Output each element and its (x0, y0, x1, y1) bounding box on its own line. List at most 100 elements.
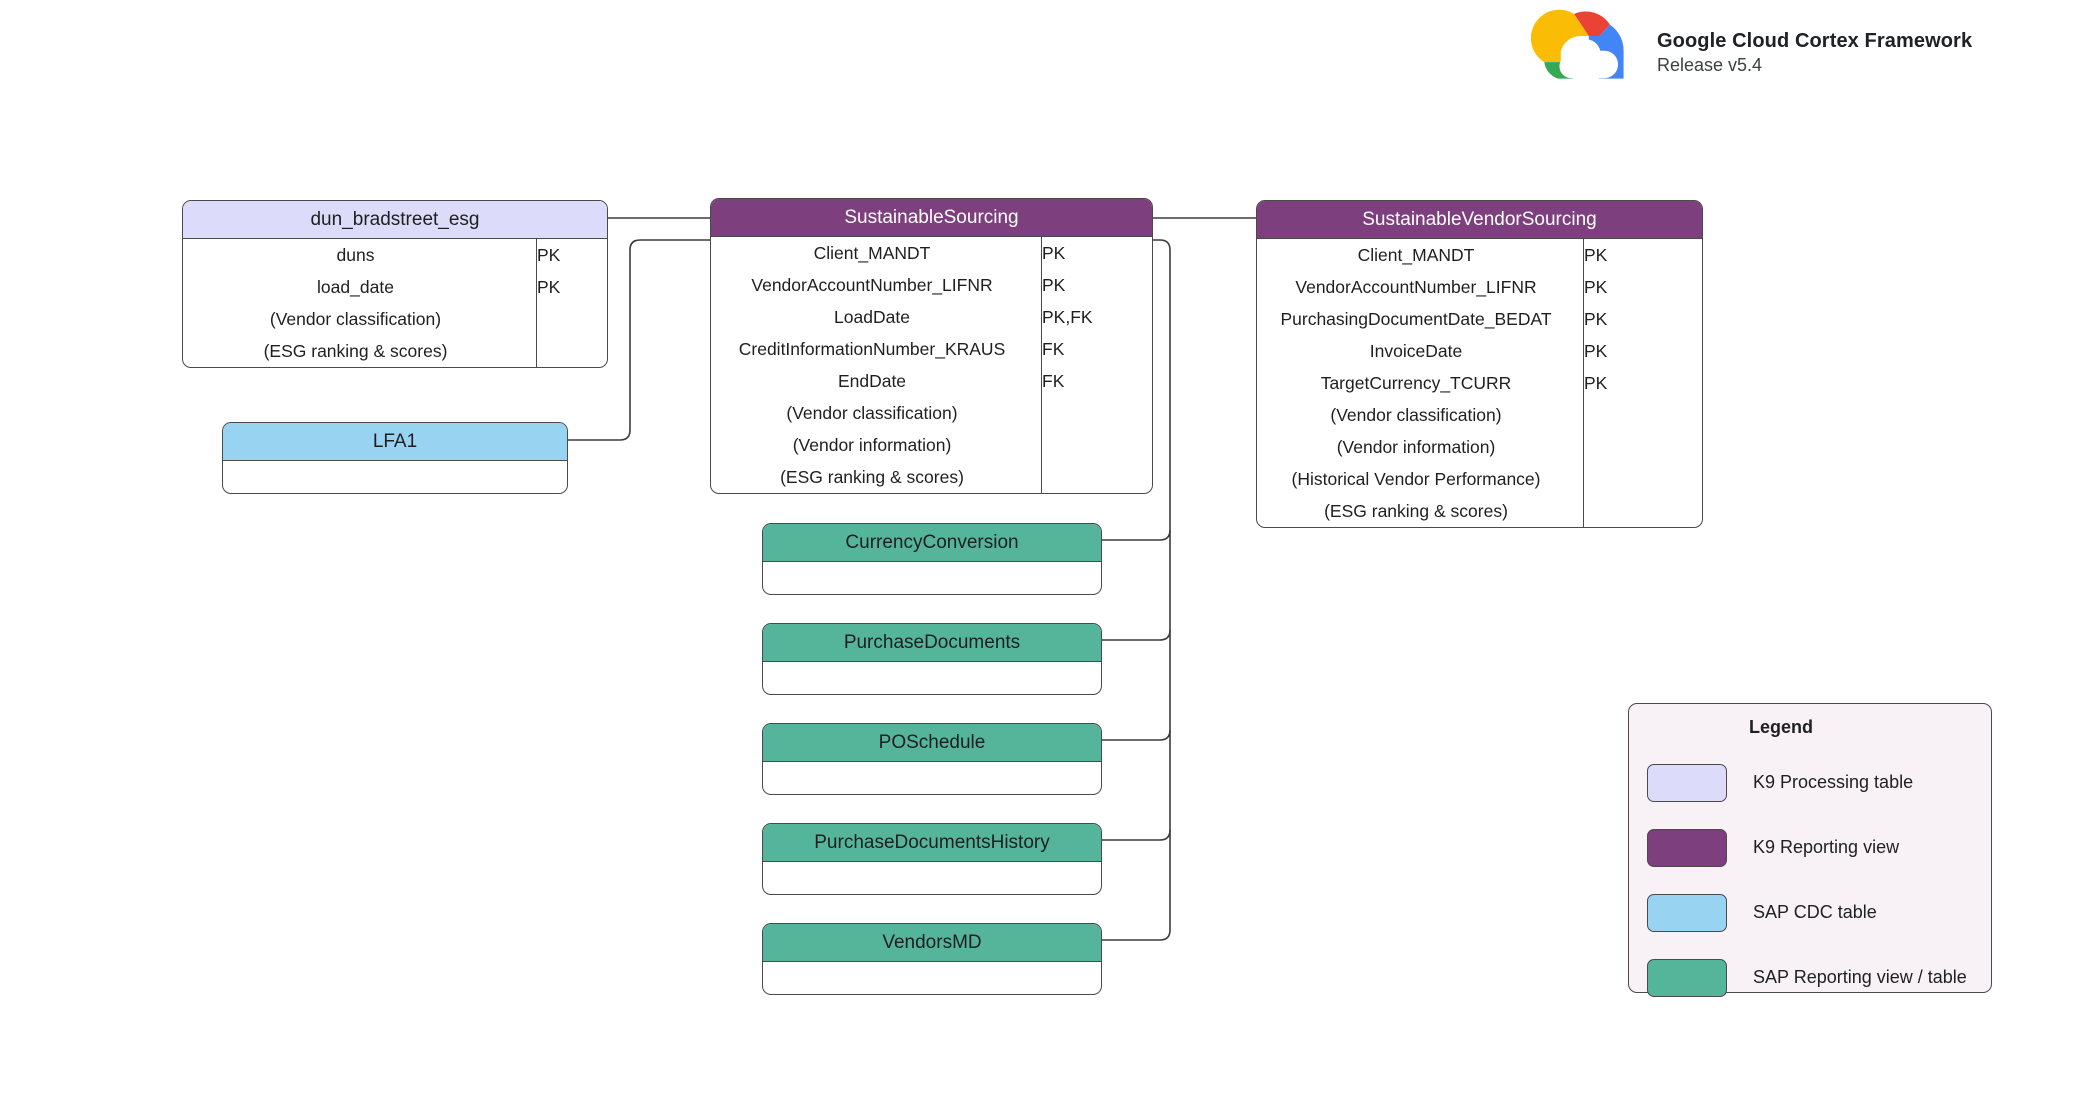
attribute-key: PK (1584, 340, 1608, 361)
entity-header-purchase_documents_history: PurchaseDocumentsHistory (763, 824, 1101, 862)
entity-row: (ESG ranking & scores) (183, 335, 607, 367)
connector-pdhistory-to-trunk (1102, 829, 1171, 841)
attribute-name: VendorAccountNumber_LIFNR (1295, 276, 1537, 297)
entity-header-sustainable_sourcing: SustainableSourcing (711, 199, 1152, 237)
entity-body-lfa1 (223, 461, 567, 493)
entity-header-vendors_md: VendorsMD (763, 924, 1101, 962)
entity-row: (Vendor classification) (1257, 399, 1702, 431)
attribute-key: PK,FK (1042, 306, 1093, 327)
attribute-name: (ESG ranking & scores) (263, 340, 448, 361)
legend-label: SAP Reporting view / table (1753, 967, 1967, 987)
attribute-name: (ESG ranking & scores) (780, 466, 964, 487)
legend-item: K9 Reporting view (1629, 815, 1991, 880)
brand-title: Google Cloud Cortex Framework (1657, 29, 1973, 52)
entity-table-purchase_documents_history[interactable]: PurchaseDocumentsHistory (762, 823, 1102, 895)
attribute-name: EndDate (837, 370, 907, 391)
entity-table-lfa1[interactable]: LFA1 (222, 422, 568, 494)
attribute-name: LoadDate (834, 306, 910, 327)
entity-body-sustainable_vendor_sourcing: Client_MANDT PK VendorAccountNumber_LIFNR P… (1257, 239, 1702, 527)
entity-row: duns PK (183, 239, 607, 271)
attribute-key: PK (1042, 242, 1066, 263)
attribute-name: CreditInformationNumber_KRAUS (738, 338, 1006, 359)
entity-row: LoadDate PK,FK (711, 301, 1152, 333)
entity-row: load_date PK (183, 271, 607, 303)
legend-item: K9 Processing table (1629, 750, 1991, 815)
entity-row: PurchasingDocumentDate_BEDAT PK (1257, 303, 1702, 335)
entity-header-lfa1: LFA1 (223, 423, 567, 461)
connector-currency-to-trunk (1102, 529, 1171, 541)
entity-table-po_schedule[interactable]: POSchedule (762, 723, 1102, 795)
entity-header-purchase_documents: PurchaseDocuments (763, 624, 1101, 662)
legend-label: K9 Reporting view (1753, 837, 1900, 857)
attribute-name: (Vendor information) (792, 434, 952, 455)
legend-label: K9 Processing table (1753, 772, 1914, 792)
attribute-name: load_date (317, 276, 394, 297)
entity-row: (Vendor classification) (183, 303, 607, 335)
entity-body-purchase_documents (763, 662, 1101, 694)
entity-header-dun_bradstreet_esg: dun_bradstreet_esg (183, 201, 607, 239)
brand-header: Google Cloud Cortex Framework Release v5… (1531, 8, 1972, 98)
entity-row: (Vendor information) (711, 429, 1152, 461)
entity-table-purchase_documents[interactable]: PurchaseDocuments (762, 623, 1102, 695)
legend-swatch (1647, 893, 1727, 932)
entity-row: VendorAccountNumber_LIFNR PK (711, 269, 1152, 301)
legend-title: Legend (1749, 717, 1814, 737)
attribute-name: Client_MANDT (813, 242, 931, 263)
attribute-name: VendorAccountNumber_LIFNR (751, 274, 993, 295)
entity-table-vendors_md[interactable]: VendorsMD (762, 923, 1102, 995)
attribute-name: (Vendor information) (1336, 436, 1496, 457)
entity-table-currency_conversion[interactable]: CurrencyConversion (762, 523, 1102, 595)
attribute-key: FK (1042, 370, 1065, 391)
attribute-name: duns (336, 244, 375, 265)
attribute-key: PK (1584, 308, 1608, 329)
connector-purchasedocs-to-trunk (1102, 629, 1171, 641)
entity-row: (ESG ranking & scores) (711, 461, 1152, 493)
entity-body-currency_conversion (763, 562, 1101, 594)
attribute-key: PK (537, 276, 561, 297)
connector-poschedule-to-trunk (1102, 729, 1171, 741)
entity-row: Client_MANDT PK (1257, 239, 1702, 271)
legend-swatch (1647, 828, 1727, 867)
attribute-key: PK (1584, 276, 1608, 297)
attribute-name: (Vendor classification) (786, 402, 958, 423)
brand-release: Release v5.4 (1657, 55, 1763, 76)
attribute-key: PK (1584, 372, 1608, 393)
entity-header-sustainable_vendor_sourcing: SustainableVendorSourcing (1257, 201, 1702, 239)
legend-item: SAP Reporting view / table (1629, 945, 1991, 1010)
entity-body-vendors_md (763, 962, 1101, 994)
attribute-name: (Historical Vendor Performance) (1291, 468, 1541, 489)
entity-row: (Vendor classification) (711, 397, 1152, 429)
entity-row: TargetCurrency_TCURR PK (1257, 367, 1702, 399)
attribute-name: (Vendor classification) (1330, 404, 1502, 425)
entity-row: (ESG ranking & scores) (1257, 495, 1702, 527)
attribute-key: PK (537, 244, 561, 265)
entity-row: (Historical Vendor Performance) (1257, 463, 1702, 495)
entity-row: VendorAccountNumber_LIFNR PK (1257, 271, 1702, 303)
entity-row: InvoiceDate PK (1257, 335, 1702, 367)
entity-body-purchase_documents_history (763, 862, 1101, 894)
entity-body-po_schedule (763, 762, 1101, 794)
legend-item: SAP CDC table (1629, 880, 1991, 945)
attribute-name: PurchasingDocumentDate_BEDAT (1280, 308, 1552, 329)
entity-row: Client_MANDT PK (711, 237, 1152, 269)
attribute-name: TargetCurrency_TCURR (1320, 372, 1512, 393)
entity-row: CreditInformationNumber_KRAUS FK (711, 333, 1152, 365)
entity-body-sustainable_sourcing: Client_MANDT PK VendorAccountNumber_LIFNR P… (711, 237, 1152, 493)
entity-header-po_schedule: POSchedule (763, 724, 1101, 762)
legend-label: SAP CDC table (1753, 902, 1877, 922)
attribute-name: InvoiceDate (1369, 340, 1463, 361)
attribute-key: PK (1042, 274, 1066, 295)
attribute-name: (ESG ranking & scores) (1324, 500, 1508, 521)
legend-swatch (1647, 958, 1727, 997)
attribute-key: FK (1042, 338, 1065, 359)
attribute-name: Client_MANDT (1357, 244, 1475, 265)
attribute-key: PK (1584, 244, 1608, 265)
attribute-name: (Vendor classification) (269, 308, 442, 329)
entity-header-currency_conversion: CurrencyConversion (763, 524, 1101, 562)
